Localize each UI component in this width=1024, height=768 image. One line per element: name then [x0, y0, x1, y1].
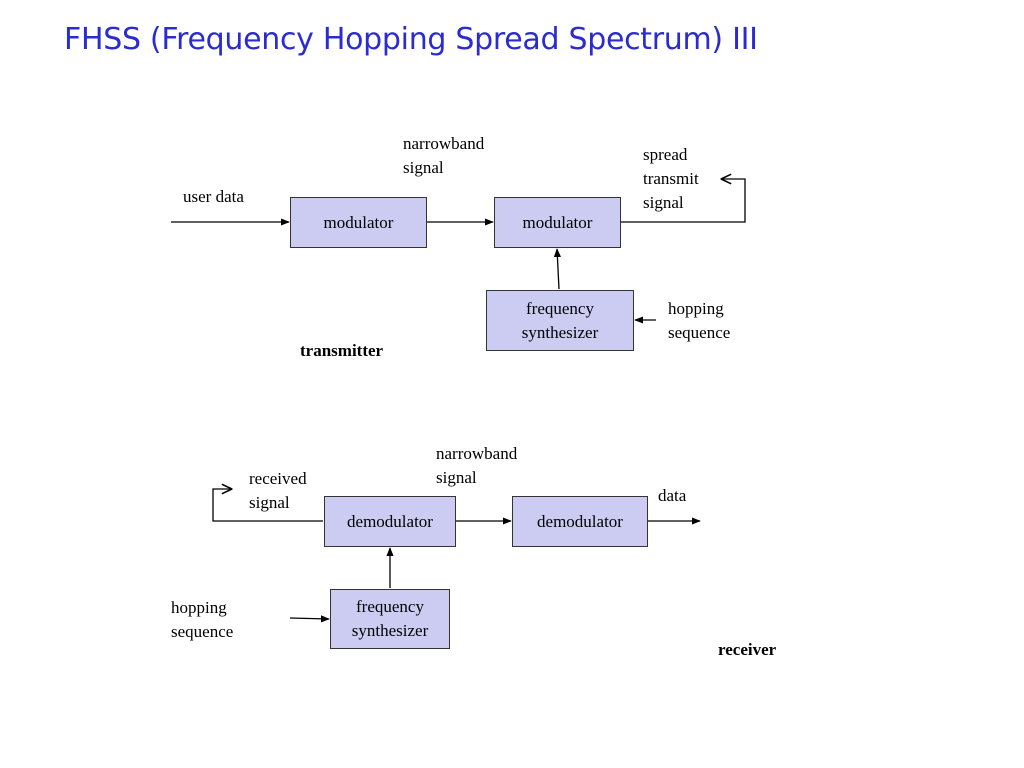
modulator-1-label: modulator [323, 212, 394, 232]
modulator-block-2: modulator [494, 197, 621, 248]
synth-rx-line-2: synthesizer [351, 621, 429, 640]
transmitter-label: transmitter [300, 341, 384, 360]
slide-title: FHSS (Frequency Hopping Spread Spectrum)… [64, 22, 758, 57]
arrow-received-input [212, 489, 323, 522]
modulator-block-1: modulator [290, 197, 427, 248]
arrow-spread-output [621, 179, 746, 223]
receiver-label: receiver [718, 640, 777, 659]
arrow-hopping-rx [289, 615, 330, 623]
synth-tx-line-1: frequency [526, 298, 594, 318]
frequency-synthesizer-tx: frequency synthesizer [486, 290, 634, 351]
synth-rx-line-1: frequency [356, 597, 424, 616]
demodulator-block-1: demodulator [324, 496, 456, 547]
arrow-synth-to-modulator [553, 248, 562, 290]
modulator-2-label: modulator [522, 212, 593, 232]
demodulator-1-label: demodulator [347, 511, 433, 531]
demodulator-2-label: demodulator [537, 511, 623, 531]
demodulator-block-2: demodulator [512, 496, 648, 547]
synth-tx-line-2: synthesizer [521, 322, 599, 342]
frequency-synthesizer-rx: frequency synthesizer [330, 589, 450, 649]
data-output-label: data [658, 486, 687, 505]
user-data-label: user data [183, 187, 244, 206]
